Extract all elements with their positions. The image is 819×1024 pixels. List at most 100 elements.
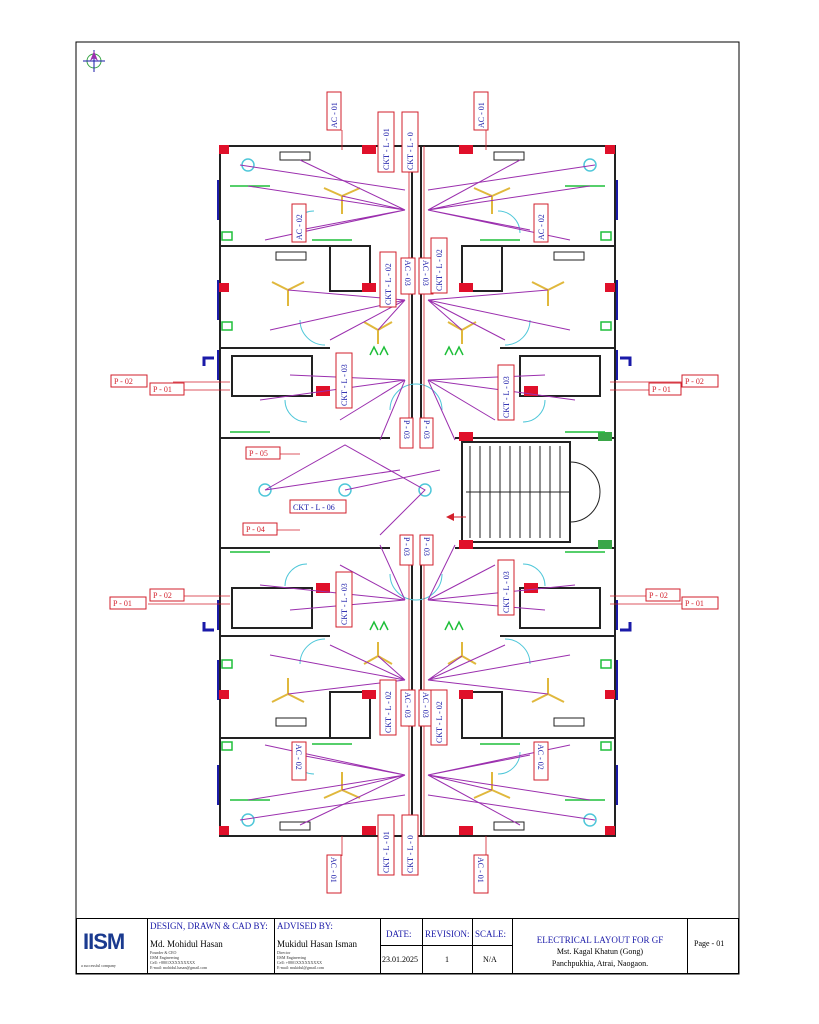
p01-bl: P - 01 bbox=[109, 596, 147, 610]
scale-cell: SCALE: N/A bbox=[472, 919, 512, 973]
ckt-l02-top-a: CKT - L - 02 bbox=[379, 251, 397, 308]
p04: P - 04 bbox=[242, 522, 278, 536]
svg-text:CKT - L - 02: CKT - L - 02 bbox=[384, 263, 393, 305]
svg-text:P - 02: P - 02 bbox=[649, 591, 668, 600]
ckt-l03-top-a: CKT - L - 03 bbox=[335, 352, 353, 409]
light-fixtures bbox=[221, 158, 612, 827]
circuit-label-tags: CKT - L - 01 CKT - L - 0 CKT - L - 01 CK… bbox=[289, 111, 515, 876]
p05: P - 05 bbox=[245, 446, 281, 460]
ckt-l02-bot-a: CKT - L - 02 bbox=[379, 679, 397, 736]
ac-label-text: AC - 02 bbox=[537, 214, 546, 240]
page-number: Page - 01 bbox=[694, 939, 725, 948]
svg-text:P - 01: P - 01 bbox=[652, 385, 671, 394]
ckt-l03-bot-b: CKT - L - 03 bbox=[497, 559, 515, 616]
p01-tl: P - 01 bbox=[149, 382, 185, 396]
advisor-detail: Director bbox=[277, 950, 291, 955]
ac-label-bottom-right: AC - 01 bbox=[473, 854, 489, 894]
panel-label-tags: P - 02 P - 01 P - 02 P - 01 P - 02 P - 0… bbox=[109, 374, 719, 610]
svg-text:P - 02: P - 02 bbox=[114, 377, 133, 386]
designer-name: Md. Mohidul Hasan bbox=[150, 939, 223, 949]
p02-tl: P - 02 bbox=[110, 374, 148, 388]
advisor-cell: ADVISED BY: Mukidul Hasan Isman Director… bbox=[274, 919, 380, 973]
svg-text:CKT - L - 01: CKT - L - 01 bbox=[382, 831, 391, 873]
ac-label-text: AC - 02 bbox=[536, 744, 545, 770]
ac-label-text: AC - 03 bbox=[421, 260, 430, 286]
ac-units bbox=[275, 151, 585, 831]
svg-text:P - 02: P - 02 bbox=[153, 591, 172, 600]
ac-label-top-left: AC - 01 bbox=[326, 91, 342, 131]
columns bbox=[219, 145, 615, 835]
ckt-l02-bot-b: CKT - L - 02 bbox=[430, 689, 448, 746]
svg-text:P - 03: P - 03 bbox=[422, 420, 431, 439]
drawing-title: ELECTRICAL LAYOUT FOR GF bbox=[536, 935, 664, 945]
ac-label-text: AC - 01 bbox=[476, 857, 485, 883]
floor-plan bbox=[219, 145, 616, 837]
site-address: Panchpukhia, Atrai, Naogaon. bbox=[551, 959, 649, 968]
owner-name: Mst. Kagal Khatun (Gong) bbox=[556, 947, 644, 956]
ac-label-text: AC - 02 bbox=[294, 744, 303, 770]
advisor-name: Mukidul Hasan Isman bbox=[277, 939, 357, 949]
p01-tr: P - 01 bbox=[648, 382, 682, 396]
designer-detail: IISM Engineering bbox=[150, 955, 179, 960]
ac-label-text: AC - 03 bbox=[421, 692, 430, 718]
svg-text:P - 01: P - 01 bbox=[685, 599, 704, 608]
svg-text:P - 05: P - 05 bbox=[249, 449, 268, 458]
p02-bl: P - 02 bbox=[149, 588, 185, 602]
ckt-l03-top-b: CKT - L - 03 bbox=[497, 364, 515, 421]
svg-text:CKT - L - 02: CKT - L - 02 bbox=[435, 701, 444, 743]
designer-cell: DESIGN, DRAWN & CAD BY: Md. Mohidul Hasa… bbox=[147, 919, 274, 973]
ckt-l01-bot-b: CKT - L - 0 bbox=[401, 814, 419, 876]
design-header: DESIGN, DRAWN & CAD BY: bbox=[150, 921, 268, 931]
date-header: DATE: bbox=[386, 929, 412, 939]
ac-label-mid-left-b: AC - 02 bbox=[291, 741, 307, 781]
ac-label-bottom-left: AC - 01 bbox=[326, 854, 342, 894]
p03-tags: P - 03 P - 03 P - 03 P - 03 bbox=[399, 417, 434, 566]
svg-text:P - 01: P - 01 bbox=[113, 599, 132, 608]
svg-text:CKT - L - 03: CKT - L - 03 bbox=[502, 376, 511, 418]
sheet-border bbox=[75, 41, 740, 975]
svg-text:CKT - L - 0: CKT - L - 0 bbox=[406, 835, 415, 873]
date-value: 23.01.2025 bbox=[382, 955, 418, 964]
building-outline bbox=[219, 145, 616, 837]
logo-caption: a successful company bbox=[81, 963, 116, 968]
ckt-l01-bot-a: CKT - L - 01 bbox=[377, 814, 395, 876]
p02-br: P - 02 bbox=[645, 588, 681, 602]
designer-detail: E-mail: mohidul.hasan@gmail.com bbox=[150, 965, 208, 970]
revision-value: 1 bbox=[445, 955, 449, 964]
svg-text:P - 03: P - 03 bbox=[422, 537, 431, 556]
revision-cell: REVISION: 1 bbox=[422, 919, 472, 973]
svg-text:CKT - L - 03: CKT - L - 03 bbox=[340, 583, 349, 625]
ac-label-mid-right: AC - 02 bbox=[533, 203, 549, 243]
svg-text:CKT - L - 02: CKT - L - 02 bbox=[384, 691, 393, 733]
scale-header: SCALE: bbox=[475, 929, 507, 939]
svg-text:P - 01: P - 01 bbox=[153, 385, 172, 394]
ckt-l02-top-b: CKT - L - 02 bbox=[430, 237, 448, 294]
svg-text:CKT - L - 01: CKT - L - 01 bbox=[382, 128, 391, 170]
staircase bbox=[446, 446, 601, 538]
ckt-l01-top-b: CKT - L - 0 bbox=[401, 111, 419, 173]
svg-text:P - 03: P - 03 bbox=[402, 537, 411, 556]
logo-cell: IISM a successful company bbox=[77, 919, 147, 973]
ac-label-text: AC - 01 bbox=[330, 102, 339, 128]
ckt-l03-bot-a: CKT - L - 03 bbox=[335, 571, 353, 628]
north-arrow-icon bbox=[83, 50, 105, 72]
windows bbox=[217, 180, 618, 805]
feeder-lines bbox=[148, 130, 682, 856]
ac-label-text: AC - 02 bbox=[295, 214, 304, 240]
advisor-detail: IISM Engineering bbox=[277, 955, 306, 960]
ac-label-text: AC - 03 bbox=[403, 692, 412, 718]
advisor-detail: Cell: +8801XXXXXXXXX bbox=[277, 960, 323, 965]
scale-value: N/A bbox=[483, 955, 497, 964]
advised-header: ADVISED BY: bbox=[277, 921, 333, 931]
ac-label-text: AC - 03 bbox=[403, 260, 412, 286]
svg-text:P - 03: P - 03 bbox=[402, 420, 411, 439]
drain-pipes bbox=[202, 356, 632, 632]
ckt-l01-top-a: CKT - L - 01 bbox=[377, 111, 395, 173]
drawing-title-cell: ELECTRICAL LAYOUT FOR GF Mst. Kagal Khat… bbox=[512, 919, 687, 973]
ac-label-core-bot-1: AC - 03 bbox=[400, 689, 416, 727]
svg-text:CKT - L - 02: CKT - L - 02 bbox=[435, 249, 444, 291]
date-cell: DATE: 23.01.2025 bbox=[380, 919, 422, 973]
company-logo: IISM bbox=[83, 929, 125, 954]
svg-text:CKT - L - 0: CKT - L - 0 bbox=[406, 132, 415, 170]
